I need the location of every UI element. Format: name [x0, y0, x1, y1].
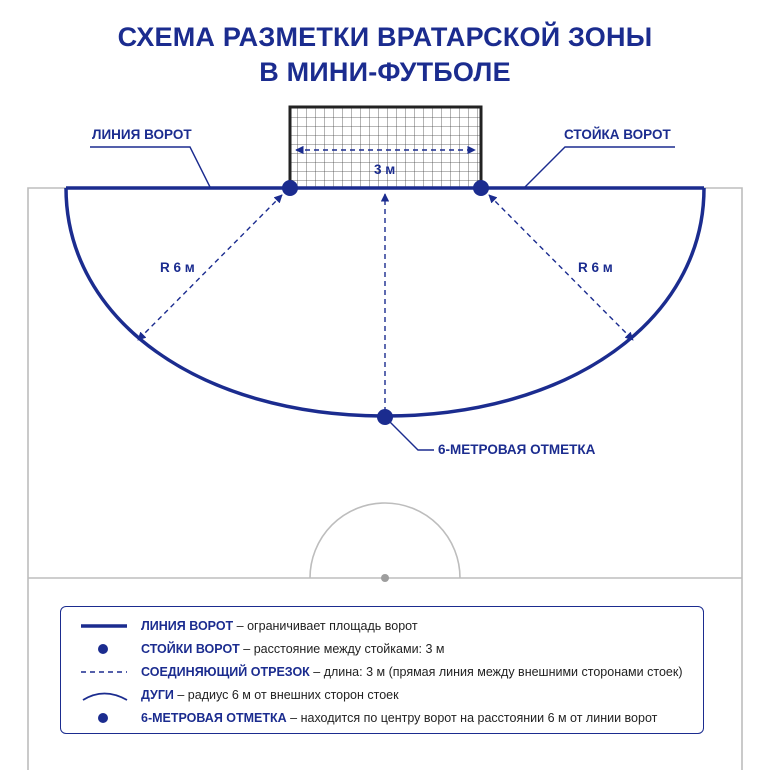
- title-line-1: СХЕМА РАЗМЕТКИ ВРАТАРСКОЙ ЗОНЫ: [117, 22, 653, 52]
- legend-term: СОЕДИНЯЮЩИЙ ОТРЕЗОК: [141, 665, 310, 679]
- arc-icon: [61, 685, 141, 705]
- left-post-dot: [282, 180, 298, 196]
- dot-icon: [61, 639, 141, 659]
- markers: [282, 180, 489, 425]
- legend-item-arcs: ДУГИ – радиус 6 м от внешних сторон стое…: [61, 685, 701, 705]
- dimension-arrows: [137, 145, 634, 412]
- radius-left-label: R 6 м: [160, 260, 195, 275]
- goal-line-leader: [90, 146, 211, 188]
- legend-desc: – находится по центру ворот на расстояни…: [286, 711, 658, 725]
- six-meter-mark-dot: [377, 409, 393, 425]
- legend-term: ЛИНИЯ ВОРОТ: [141, 619, 234, 633]
- dashed-line-icon: [61, 662, 141, 682]
- legend-desc: – ограничивает площадь ворот: [233, 619, 418, 633]
- goal-post-label: СТОЙКА ВОРОТ: [564, 127, 671, 142]
- legend-item-goal-line: ЛИНИЯ ВОРОТ – ограничивает площадь ворот: [61, 616, 701, 636]
- legend-desc: – радиус 6 м от внешних сторон стоек: [173, 688, 399, 702]
- goal-frame: [288, 105, 483, 188]
- leader-lines: [90, 146, 675, 451]
- legend-item-connecting-segment: СОЕДИНЯЮЩИЙ ОТРЕЗОК – длина: 3 м (прямая…: [61, 662, 701, 682]
- radius-right-label: R 6 м: [578, 260, 613, 275]
- diagram-title: СХЕМА РАЗМЕТКИ ВРАТАРСКОЙ ЗОНЫ В МИНИ-ФУ…: [0, 20, 770, 90]
- center-circle: [309, 502, 461, 579]
- legend-item-goal-posts: СТОЙКИ ВОРОТ – расстояние между стойками…: [61, 639, 701, 659]
- legend-item-six-meter-mark: 6-МЕТРОВАЯ ОТМЕТКА – находится по центру…: [61, 708, 701, 728]
- center-spot: [381, 574, 389, 582]
- legend-desc: – длина: 3 м (прямая линия между внешним…: [309, 665, 683, 679]
- six-meter-leader: [387, 419, 434, 451]
- radius-right-arrow: [488, 194, 634, 341]
- legend-term: ДУГИ: [141, 688, 174, 702]
- post-distance-label: 3 м: [374, 162, 396, 177]
- goal-line-label: ЛИНИЯ ВОРОТ: [92, 127, 192, 142]
- title-line-2: В МИНИ-ФУТБОЛЕ: [259, 57, 511, 87]
- legend-term: 6-МЕТРОВАЯ ОТМЕТКА: [141, 711, 287, 725]
- dot-icon: [61, 708, 141, 728]
- right-post-dot: [473, 180, 489, 196]
- radius-left-arrow: [137, 194, 283, 341]
- legend-desc: – расстояние между стойками: 3 м: [239, 642, 445, 656]
- legend-box: ЛИНИЯ ВОРОТ – ограничивает площадь ворот…: [60, 606, 704, 734]
- six-meter-mark-label: 6-МЕТРОВАЯ ОТМЕТКА: [438, 442, 596, 457]
- legend-term: СТОЙКИ ВОРОТ: [141, 642, 240, 656]
- solid-line-icon: [61, 616, 141, 636]
- goal-post-leader: [524, 146, 675, 188]
